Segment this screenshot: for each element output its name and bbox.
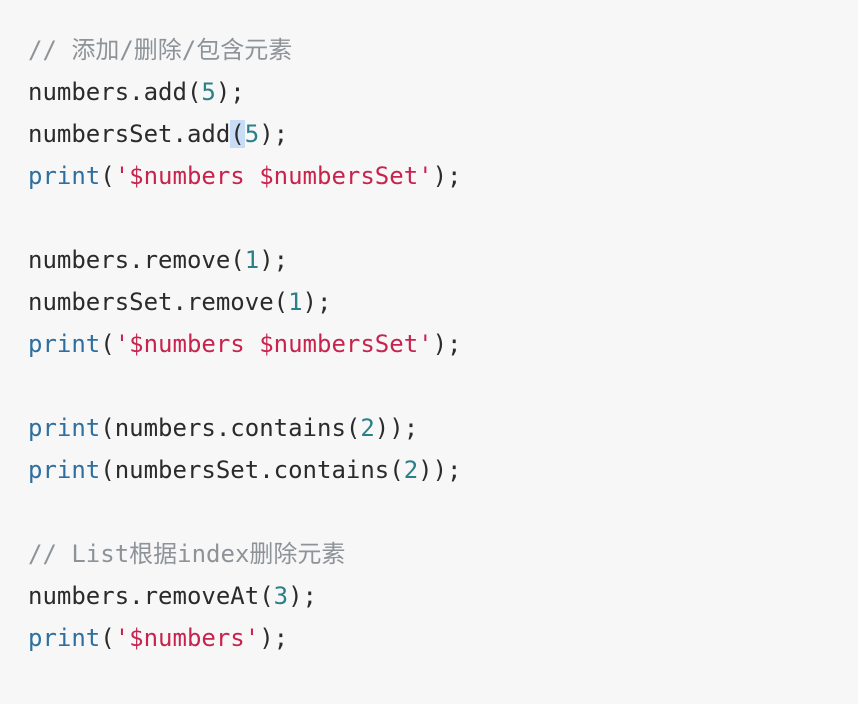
code-text: ); (259, 120, 289, 148)
code-line[interactable]: numbers.add(5); (28, 71, 858, 113)
code-number-literal: 2 (403, 456, 419, 484)
code-line[interactable]: // 添加/删除/包含元素 (28, 29, 858, 71)
code-number-literal: 5 (244, 120, 260, 148)
code-keyword: print (28, 624, 101, 652)
code-text: ( (100, 624, 115, 652)
code-string-literal: '$numbers' (114, 624, 260, 652)
code-string-literal: '$numbers $numbersSet' (114, 162, 433, 190)
code-text: ( (100, 162, 115, 190)
code-keyword: print (28, 162, 101, 190)
code-line[interactable]: numbers.remove(1); (28, 239, 858, 281)
code-keyword: print (28, 414, 101, 442)
code-number-literal: 5 (201, 78, 216, 106)
code-line[interactable]: numbers.removeAt(3); (28, 575, 858, 617)
code-line[interactable]: print(numbersSet.contains(2)); (28, 449, 858, 491)
code-blank-line[interactable] (28, 197, 858, 239)
code-number-literal: 1 (288, 288, 303, 316)
code-text: ); (432, 162, 462, 190)
code-text: ); (302, 288, 332, 316)
code-text: ); (215, 78, 245, 106)
code-string-literal: '$numbers $numbersSet' (114, 330, 433, 358)
code-line[interactable]: print('$numbers $numbersSet'); (28, 155, 858, 197)
code-text: ( (100, 330, 115, 358)
code-comment: // List根据index删除元素 (28, 540, 346, 568)
code-text: ); (259, 246, 289, 274)
code-comment: // 添加/删除/包含元素 (28, 36, 293, 64)
code-selection: ( (230, 120, 245, 148)
code-text: numbersSet.remove( (28, 288, 289, 316)
code-text: ); (432, 330, 462, 358)
code-text: (numbersSet.contains( (100, 456, 404, 484)
code-blank-line[interactable] (28, 491, 858, 533)
code-text: numbersSet.add (28, 120, 231, 148)
code-text: (numbers.contains( (100, 414, 361, 442)
code-text: ); (288, 582, 317, 610)
code-line[interactable]: print(numbers.contains(2)); (28, 407, 858, 449)
code-text: ); (259, 624, 289, 652)
code-number-literal: 3 (273, 582, 289, 610)
code-number-literal: 2 (360, 414, 375, 442)
code-text: )); (374, 414, 419, 442)
code-line[interactable]: print('$numbers $numbersSet'); (28, 323, 858, 365)
code-text: numbers.remove( (28, 246, 245, 274)
code-blank-line[interactable] (28, 365, 858, 407)
code-line[interactable]: numbersSet.add(5); (28, 113, 858, 155)
code-text: numbers.add( (28, 78, 202, 106)
code-number-literal: 1 (244, 246, 260, 274)
code-line[interactable]: print('$numbers'); (28, 617, 858, 659)
code-text: numbers.removeAt( (28, 582, 274, 610)
code-keyword: print (28, 330, 101, 358)
code-keyword: print (28, 456, 101, 484)
code-line[interactable]: // List根据index删除元素 (28, 533, 858, 575)
code-text: )); (418, 456, 462, 484)
code-line[interactable]: numbersSet.remove(1); (28, 281, 858, 323)
